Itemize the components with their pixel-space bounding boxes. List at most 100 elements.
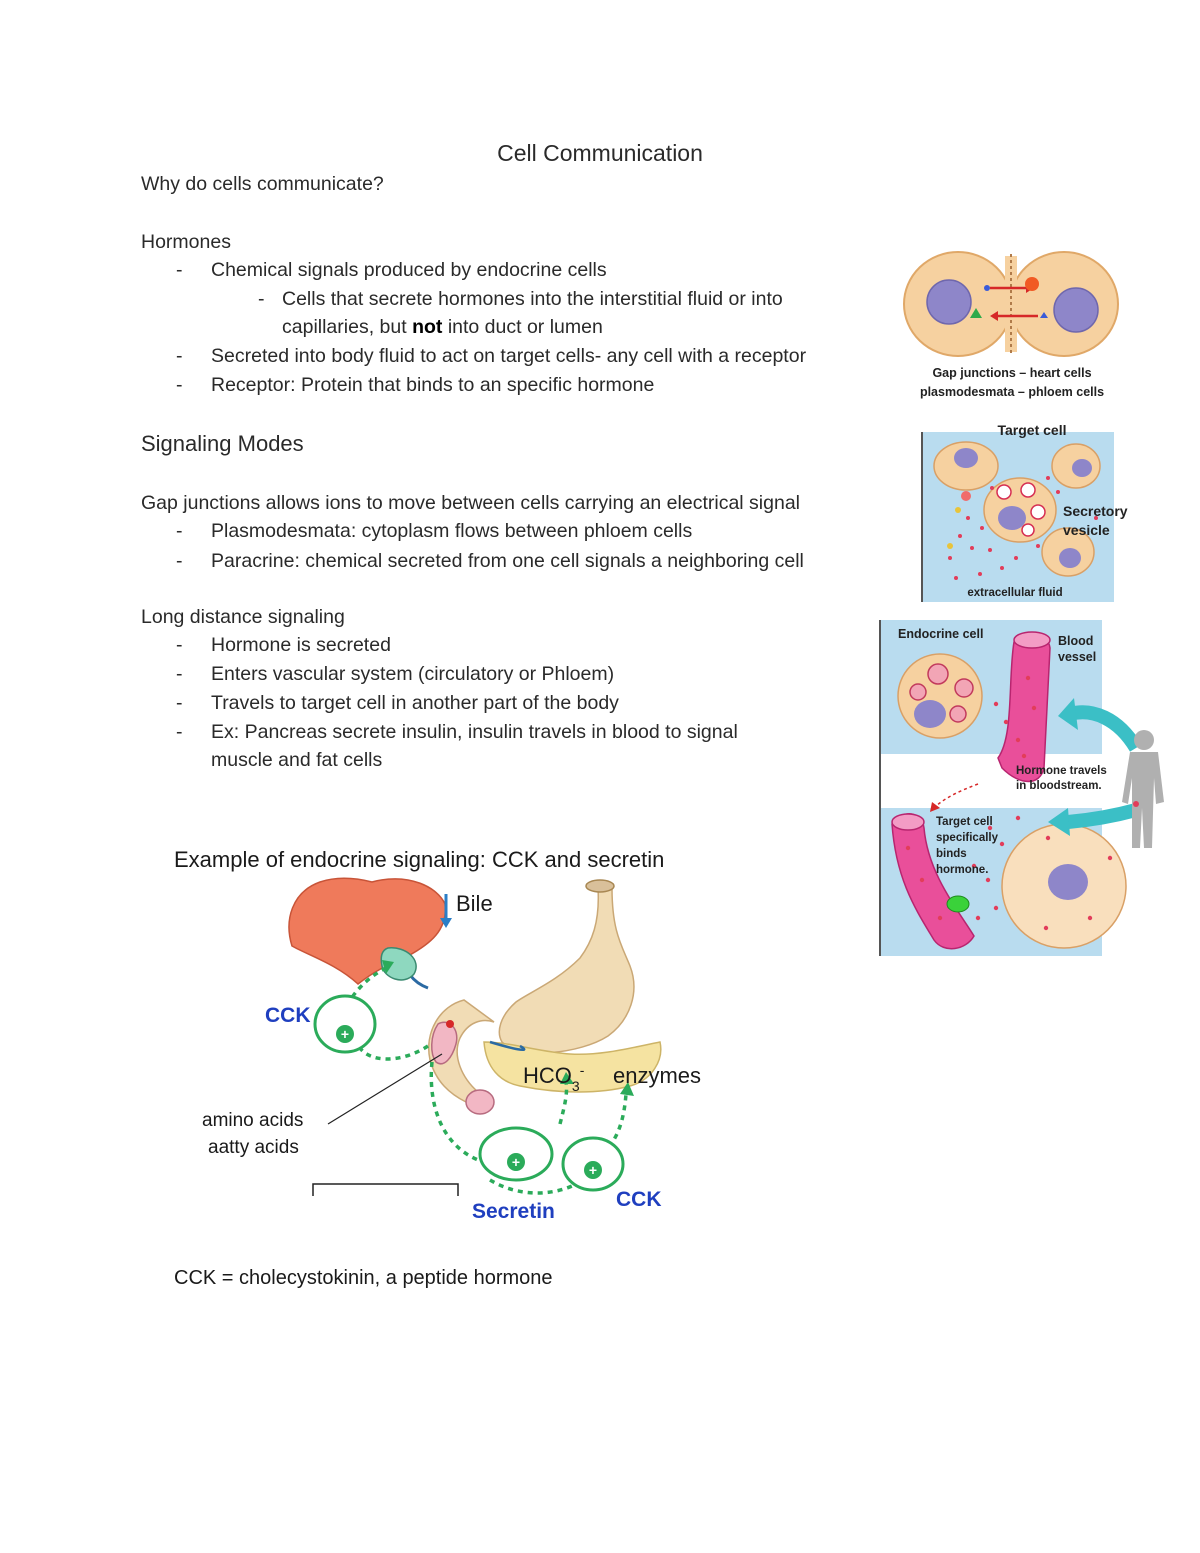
travels-label-1: Hormone travels	[1016, 765, 1107, 777]
vessel-opening	[1013, 631, 1051, 649]
hco3-label: HCO3-	[523, 1062, 585, 1094]
esophagus-opening	[585, 879, 615, 893]
teal-arrow-bottom-head	[1048, 808, 1070, 836]
bile-arrow-head	[440, 918, 452, 928]
cck-figure-title: Example of endocrine signaling: CCK and …	[174, 847, 664, 872]
gap-junction-figure: Gap junctions – heart cells plasmodesmat…	[903, 251, 1119, 399]
emphasis-not: not	[412, 316, 443, 338]
signal-dot-yellow	[955, 507, 961, 513]
long-distance-item: Enters vascular system (circulatory or P…	[211, 663, 615, 685]
long-distance-item: Ex: Pancreas secrete insulin, insulin tr…	[211, 721, 738, 743]
gap-caption-2: plasmodesmata – phloem cells	[920, 385, 1104, 399]
intestine-opening	[465, 1089, 495, 1115]
vesicle	[954, 678, 974, 698]
signaling-item: Plasmodesmata: cytoplasm flows between p…	[211, 520, 693, 542]
plus-sign: +	[589, 1162, 597, 1178]
target-label-2: specifically	[936, 832, 999, 844]
nucleus	[998, 506, 1026, 530]
blood-label-2: vessel	[1058, 650, 1096, 664]
long-distance-item-cont: muscle and fat cells	[211, 749, 383, 771]
cck-secretin-figure: Example of endocrine signaling: CCK and …	[174, 847, 701, 1289]
plus-sign: +	[512, 1154, 520, 1170]
ion-dot	[1025, 277, 1039, 291]
bullet-dash: -	[176, 663, 183, 685]
secretory-label-1: Secretory	[1063, 503, 1128, 519]
secretin-label: Secretin	[472, 1200, 555, 1223]
bullet-dash: -	[176, 520, 183, 542]
target-label-3: binds	[936, 848, 967, 860]
vesicle	[1030, 504, 1046, 520]
hco3-sub: 3	[572, 1078, 580, 1094]
nucleus	[954, 448, 978, 468]
hco3-sup: -	[580, 1062, 585, 1078]
target-label-4: hormone.	[936, 864, 988, 876]
arrow-left-head	[990, 311, 998, 321]
hormones-item: Chemical signals produced by endocrine c…	[211, 259, 607, 281]
hco3-base: HCO	[523, 1063, 572, 1088]
travel-arrow	[935, 783, 979, 807]
pancreatic-duct	[489, 1040, 526, 1052]
cck-label-right: CCK	[616, 1188, 662, 1211]
teal-arrow-top	[1068, 705, 1143, 752]
signaling-heading: Signaling Modes	[141, 431, 304, 456]
bullet-dash: -	[176, 374, 183, 396]
bullet-dash: -	[176, 634, 183, 656]
gap-caption-1: Gap junctions – heart cells	[932, 366, 1091, 380]
cck-label-left: CCK	[265, 1004, 311, 1027]
vesicle	[909, 683, 927, 701]
human-silhouette-icon	[1122, 730, 1164, 848]
bullet-dash: -	[258, 288, 265, 310]
long-distance-heading: Long distance signaling	[141, 606, 345, 628]
gallbladder	[380, 947, 417, 981]
signal-dot-yellow	[947, 543, 953, 549]
bracket	[312, 1183, 459, 1196]
signaling-item: Paracrine: chemical secreted from one ce…	[211, 550, 804, 572]
enzymes-label: enzymes	[613, 1063, 701, 1088]
intro-question: Why do cells communicate?	[141, 173, 384, 195]
secretory-label-2: vesicle	[1063, 522, 1110, 538]
long-distance-item: Hormone is secreted	[211, 634, 391, 656]
text-fragment: capillaries, but	[282, 316, 407, 338]
pancreas	[483, 1041, 662, 1093]
ion-dot-small	[984, 285, 990, 291]
plus-badge	[336, 1025, 354, 1043]
text-fragment: into duct or lumen	[447, 316, 603, 338]
hormones-subitem-cont: capillaries, but not into duct or lumen	[282, 313, 603, 342]
bullet-dash: -	[176, 692, 183, 714]
right-nucleus	[1053, 287, 1099, 333]
target-label-1: Target cell	[936, 816, 993, 828]
pointer-line	[327, 1053, 443, 1125]
plus-badge	[584, 1161, 602, 1179]
green-arrow-head	[382, 960, 394, 974]
extracellular-label: extracellular fluid	[967, 587, 1062, 599]
travel-arrow-head	[930, 802, 940, 812]
hormones-item: Receptor: Protein that binds to an speci…	[211, 374, 655, 396]
travels-label-2: in bloodstream.	[1016, 780, 1102, 792]
bullet-dash: -	[176, 721, 183, 743]
target-cell-label: Target cell	[998, 422, 1067, 438]
bullet-dash: -	[176, 259, 183, 281]
vesicle	[927, 663, 949, 685]
cck-cell-left	[313, 994, 377, 1054]
hormones-heading: Hormones	[141, 231, 231, 253]
endocrine-label: Endocrine cell	[898, 627, 983, 641]
hormone-dots	[905, 675, 1113, 931]
green-arrow-head	[620, 1082, 634, 1096]
page-title: Cell Communication	[497, 140, 703, 166]
hormones-subitem: Cells that secrete hormones into the int…	[282, 288, 783, 310]
amino-acids-label: amino acids	[202, 1110, 303, 1131]
vessel-opening	[891, 813, 925, 831]
teal-arrow-top-head	[1058, 698, 1078, 730]
green-arrow-head	[560, 1072, 574, 1084]
plus-sign: +	[341, 1026, 349, 1042]
body-dot	[1133, 801, 1139, 807]
liver	[288, 877, 446, 985]
ion-triangle-small	[1040, 312, 1048, 318]
receptor	[946, 895, 970, 913]
left-nucleus	[926, 279, 972, 325]
blood-label-1: Blood	[1058, 634, 1093, 648]
paracrine-figure: Target cell Secretory vesicle extracellu…	[921, 422, 1128, 602]
fatty-acids-label: aatty acids	[208, 1137, 299, 1158]
bullet-dash: -	[176, 345, 183, 367]
